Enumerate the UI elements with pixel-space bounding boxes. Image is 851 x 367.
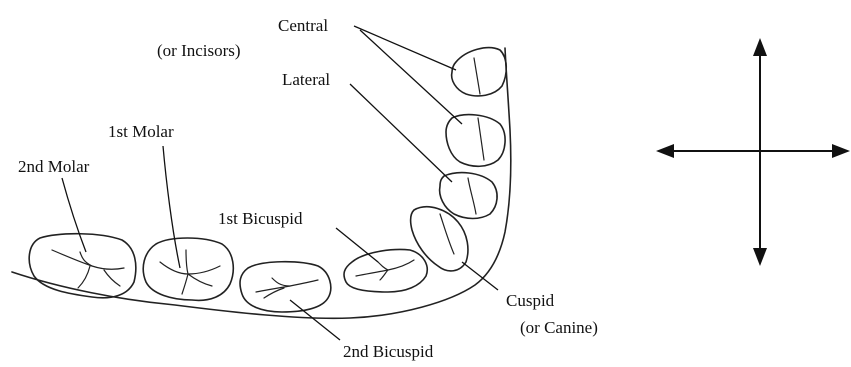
leader-lateral xyxy=(350,84,452,182)
tooth-second-bicuspid xyxy=(240,262,331,312)
leader-first-bicuspid xyxy=(336,228,378,262)
tooth-central-incisor-upper xyxy=(452,48,507,96)
tooth-lateral-incisor xyxy=(440,173,497,219)
leader-central-2 xyxy=(360,30,462,124)
tooth-central-incisor-lower xyxy=(446,115,505,167)
label-second-bicuspid: 2nd Bicuspid xyxy=(343,342,434,361)
label-cuspid: Cuspid xyxy=(506,291,555,310)
gum-line xyxy=(12,48,511,318)
label-incisors: (or Incisors) xyxy=(157,41,241,60)
label-canine: (or Canine) xyxy=(520,318,598,337)
label-first-bicuspid: 1st Bicuspid xyxy=(218,209,303,228)
label-second-molar: 2nd Molar xyxy=(18,157,90,176)
leader-central-1 xyxy=(354,26,456,70)
leader-second-bicuspid xyxy=(290,300,340,340)
label-central: Central xyxy=(278,16,328,35)
leader-first-molar xyxy=(163,146,180,268)
tooth-first-molar xyxy=(143,238,233,300)
label-first-molar: 1st Molar xyxy=(108,122,174,141)
leader-second-molar xyxy=(62,178,86,252)
tooth-first-bicuspid xyxy=(344,250,427,293)
label-lateral: Lateral xyxy=(282,70,330,89)
four-way-arrow-icon xyxy=(656,38,850,266)
